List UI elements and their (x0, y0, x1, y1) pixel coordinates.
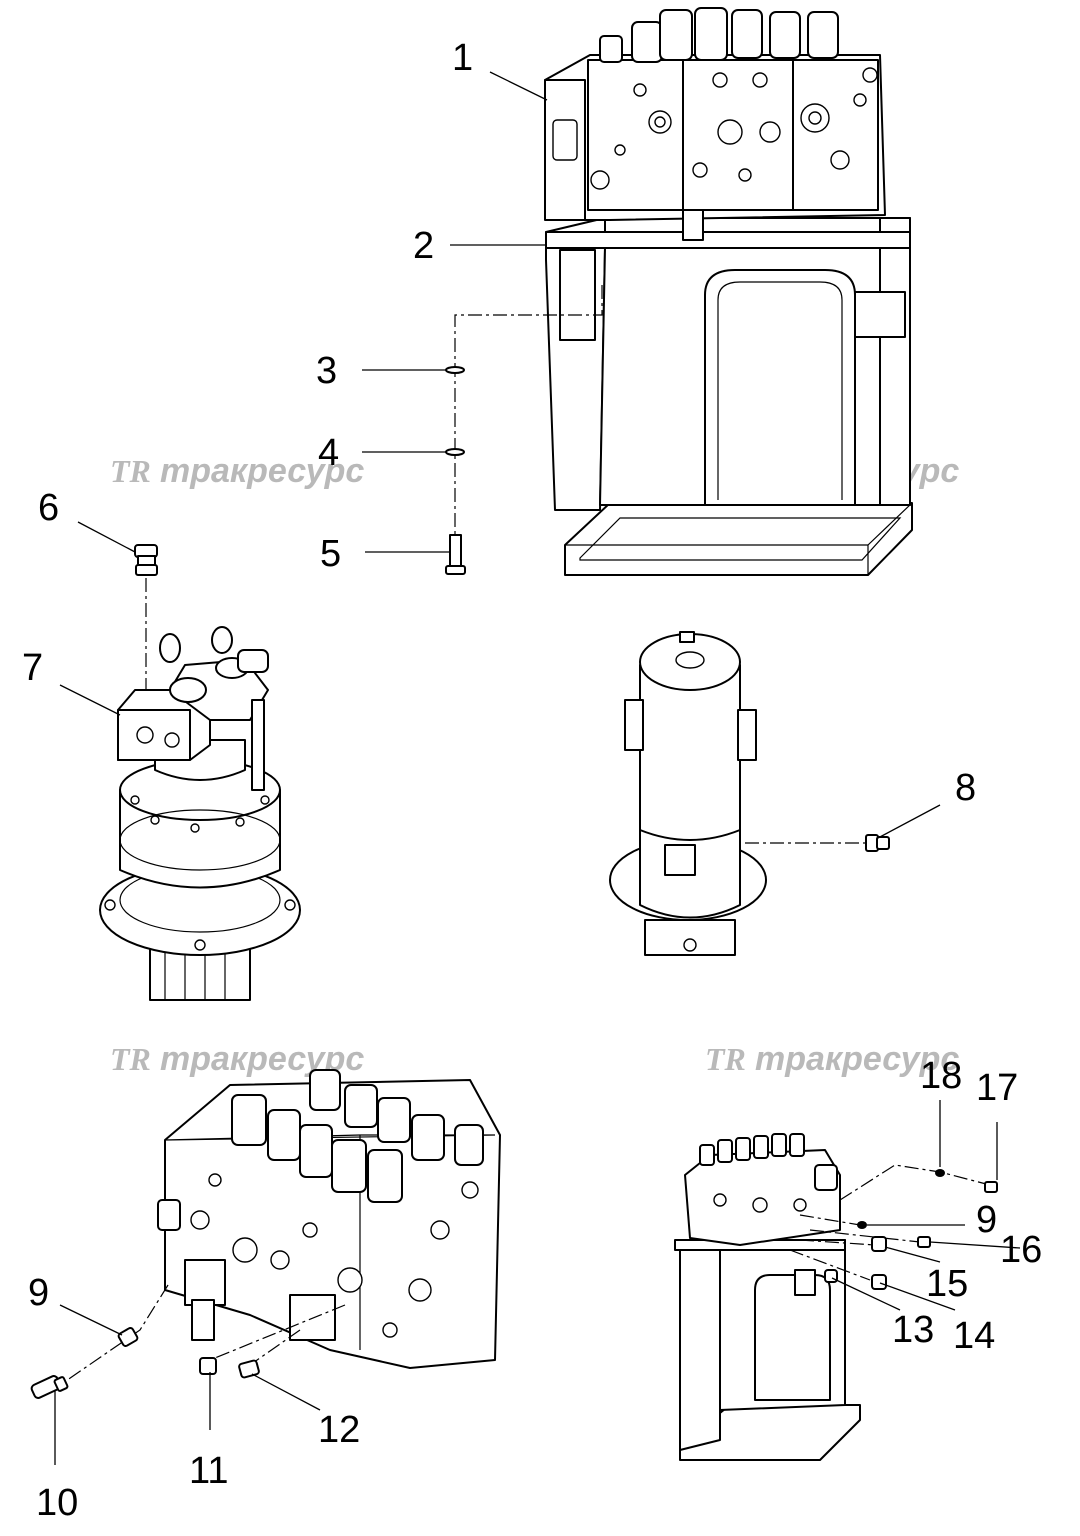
part-8-fitting (865, 834, 890, 852)
watermark-bottom-right: TR тракресурс (705, 1040, 959, 1078)
part-17-fitting (984, 1181, 998, 1193)
part-6-plug (134, 544, 158, 576)
callout-18: 18 (920, 1055, 962, 1097)
part-5-bolt (445, 534, 466, 575)
callout-2: 2 (413, 225, 434, 267)
part-18-oring (935, 1169, 945, 1177)
callout-15: 15 (926, 1263, 968, 1305)
swivel-joint (609, 631, 767, 956)
part-11-fitting (199, 1357, 217, 1375)
callout-10: 10 (36, 1482, 78, 1524)
callout-7: 7 (22, 647, 43, 689)
callout-5: 5 (320, 533, 341, 575)
watermark-bottom-left: TR тракресурс (110, 1040, 364, 1078)
control-valve-detail (157, 1069, 501, 1369)
part-4-washer (445, 448, 465, 456)
part-15-fitting (871, 1236, 887, 1252)
callout-14: 14 (953, 1315, 995, 1357)
watermark-top-left: TR тракресурс (110, 452, 364, 490)
part-16-fitting (917, 1236, 931, 1248)
callout-9-left: 9 (28, 1272, 49, 1314)
callout-3: 3 (316, 350, 337, 392)
part-1-control-valve (544, 7, 886, 241)
svg-text:тракресурс: тракресурс (160, 452, 364, 490)
callout-16: 16 (1000, 1229, 1042, 1271)
callout-6: 6 (38, 487, 59, 529)
part-3-washer (445, 366, 465, 374)
part-9-fitting-left (117, 1327, 139, 1347)
part-10-fitting (30, 1375, 69, 1399)
callout-11: 11 (189, 1450, 228, 1492)
svg-text:TR: TR (705, 1041, 746, 1077)
callout-12: 12 (318, 1409, 360, 1451)
callout-13: 13 (892, 1309, 934, 1351)
callout-17: 17 (976, 1067, 1018, 1109)
callout-8: 8 (955, 767, 976, 809)
part-14-fitting (871, 1274, 887, 1290)
svg-text:TR: TR (110, 453, 151, 489)
part-7-swing-motor (99, 626, 301, 1001)
part-9-oring-right (857, 1221, 867, 1229)
callout-1: 1 (452, 37, 473, 79)
svg-text:тракресурс: тракресурс (755, 1040, 959, 1078)
part-12-fitting (238, 1359, 260, 1379)
part-2-stand-bracket (545, 217, 913, 576)
callout-4: 4 (318, 432, 339, 474)
svg-text:TR: TR (110, 1041, 151, 1077)
assembly-axis-line (454, 285, 603, 540)
callout-9-right: 9 (976, 1199, 997, 1241)
small-valve-assembly (674, 1133, 861, 1461)
